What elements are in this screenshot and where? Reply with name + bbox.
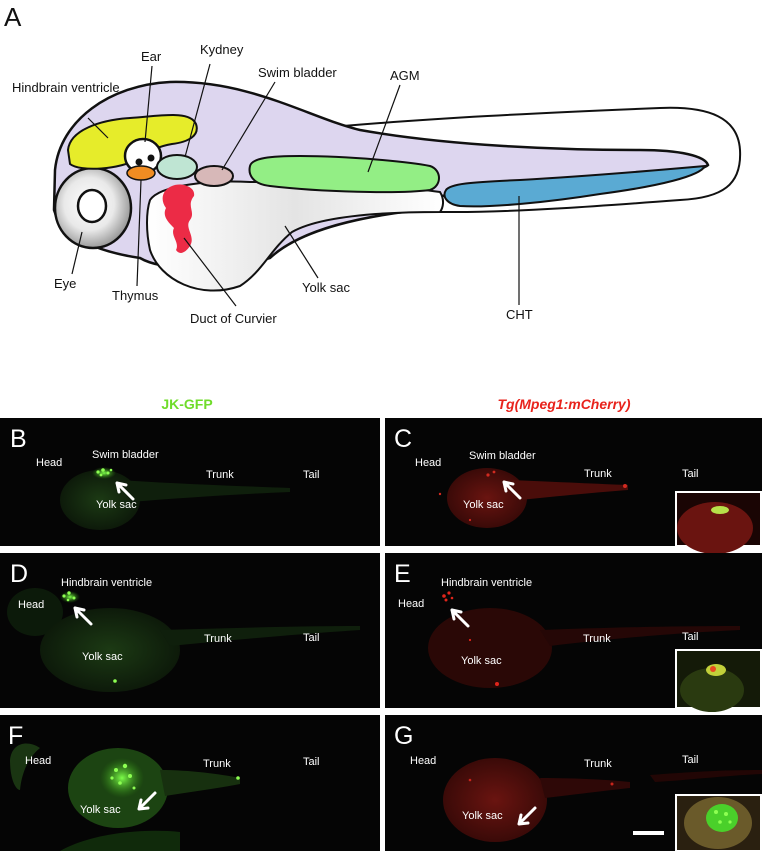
panel-b-organ: Swim bladder: [92, 449, 159, 461]
panel-d-tail: Tail: [303, 632, 320, 644]
panel-g-yolk: Yolk sac: [462, 810, 503, 822]
header-mpeg1: Tg(Mpeg1:mCherry): [497, 396, 630, 412]
panel-b-yolk: Yolk sac: [96, 499, 137, 511]
panel-letter-e: E: [394, 560, 411, 588]
header-jk-gfp: JK-GFP: [161, 396, 212, 412]
duct-shape: [162, 184, 195, 253]
panel-letter-a: A: [4, 2, 22, 32]
panel-e: E Head Hindbrain ventricle Trunk Tail Yo…: [385, 553, 762, 712]
scale-bar: [633, 831, 664, 835]
panel-f-trunk: Trunk: [203, 758, 231, 770]
panel-letter-g: G: [394, 722, 413, 750]
panel-b: B Head Swim bladder Trunk Tail Yolk sac: [0, 418, 380, 546]
label-duct: Duct of Curvier: [190, 311, 277, 326]
panel-d-organ: Hindbrain ventricle: [61, 577, 152, 589]
panel-f-tail: Tail: [303, 756, 320, 768]
panel-letter-c: C: [394, 425, 412, 453]
panel-c-organ: Swim bladder: [469, 450, 536, 462]
panel-c-tail: Tail: [682, 468, 699, 480]
panel-e-tail: Tail: [682, 631, 699, 643]
label-agm: AGM: [390, 68, 420, 83]
panel-b-tail: Tail: [303, 469, 320, 481]
panel-c-head: Head: [415, 457, 441, 469]
eye-pupil: [76, 188, 108, 224]
panel-g-trunk: Trunk: [584, 758, 612, 770]
thymus-shape: [126, 165, 156, 181]
panel-f: F Head Trunk Tail Yolk sac: [0, 715, 380, 851]
panel-g-tail: Tail: [682, 754, 699, 766]
label-thymus: Thymus: [112, 288, 159, 303]
panel-e-trunk: Trunk: [583, 633, 611, 645]
panel-e-yolk: Yolk sac: [461, 655, 502, 667]
panel-b-head: Head: [36, 457, 62, 469]
panel-f-yolk: Yolk sac: [80, 804, 121, 816]
panel-f-head: Head: [25, 755, 51, 767]
panel-letter-b: B: [10, 425, 27, 453]
label-yolk-sac: Yolk sac: [302, 280, 350, 295]
panel-b-trunk: Trunk: [206, 469, 234, 481]
kidney-shape: [156, 154, 198, 180]
ear-otolith: [135, 158, 143, 166]
swim-bladder-shape: [194, 165, 234, 187]
panel-letter-d: D: [10, 560, 28, 588]
panel-d-trunk: Trunk: [204, 633, 232, 645]
panel-g: G Head Trunk Tail Yolk sac: [385, 715, 762, 851]
panel-d: D Head Hindbrain ventricle Trunk Tail Yo…: [0, 553, 380, 708]
panel-d-head: Head: [18, 599, 44, 611]
leader-lines: [71, 63, 520, 307]
panel-g-head: Head: [410, 755, 436, 767]
panel-c-trunk: Trunk: [584, 468, 612, 480]
label-eye: Eye: [54, 276, 76, 291]
label-swim-bladder: Swim bladder: [258, 65, 337, 80]
panel-d-yolk: Yolk sac: [82, 651, 123, 663]
label-ear: Ear: [141, 49, 162, 64]
panel-c: C Head Swim bladder Trunk Tail Yolk sac: [385, 418, 762, 554]
label-cht: CHT: [506, 307, 533, 322]
label-kydney: Kydney: [200, 42, 244, 57]
label-hindbrain: Hindbrain ventricle: [12, 80, 120, 95]
panel-e-organ: Hindbrain ventricle: [441, 577, 532, 589]
ear-otolith: [147, 154, 155, 162]
panel-a: A: [4, 2, 742, 326]
panel-e-head: Head: [398, 598, 424, 610]
panel-c-yolk: Yolk sac: [463, 499, 504, 511]
cht-shape: [443, 164, 707, 208]
agm-shape: [248, 154, 440, 194]
panel-letter-f: F: [8, 722, 23, 750]
